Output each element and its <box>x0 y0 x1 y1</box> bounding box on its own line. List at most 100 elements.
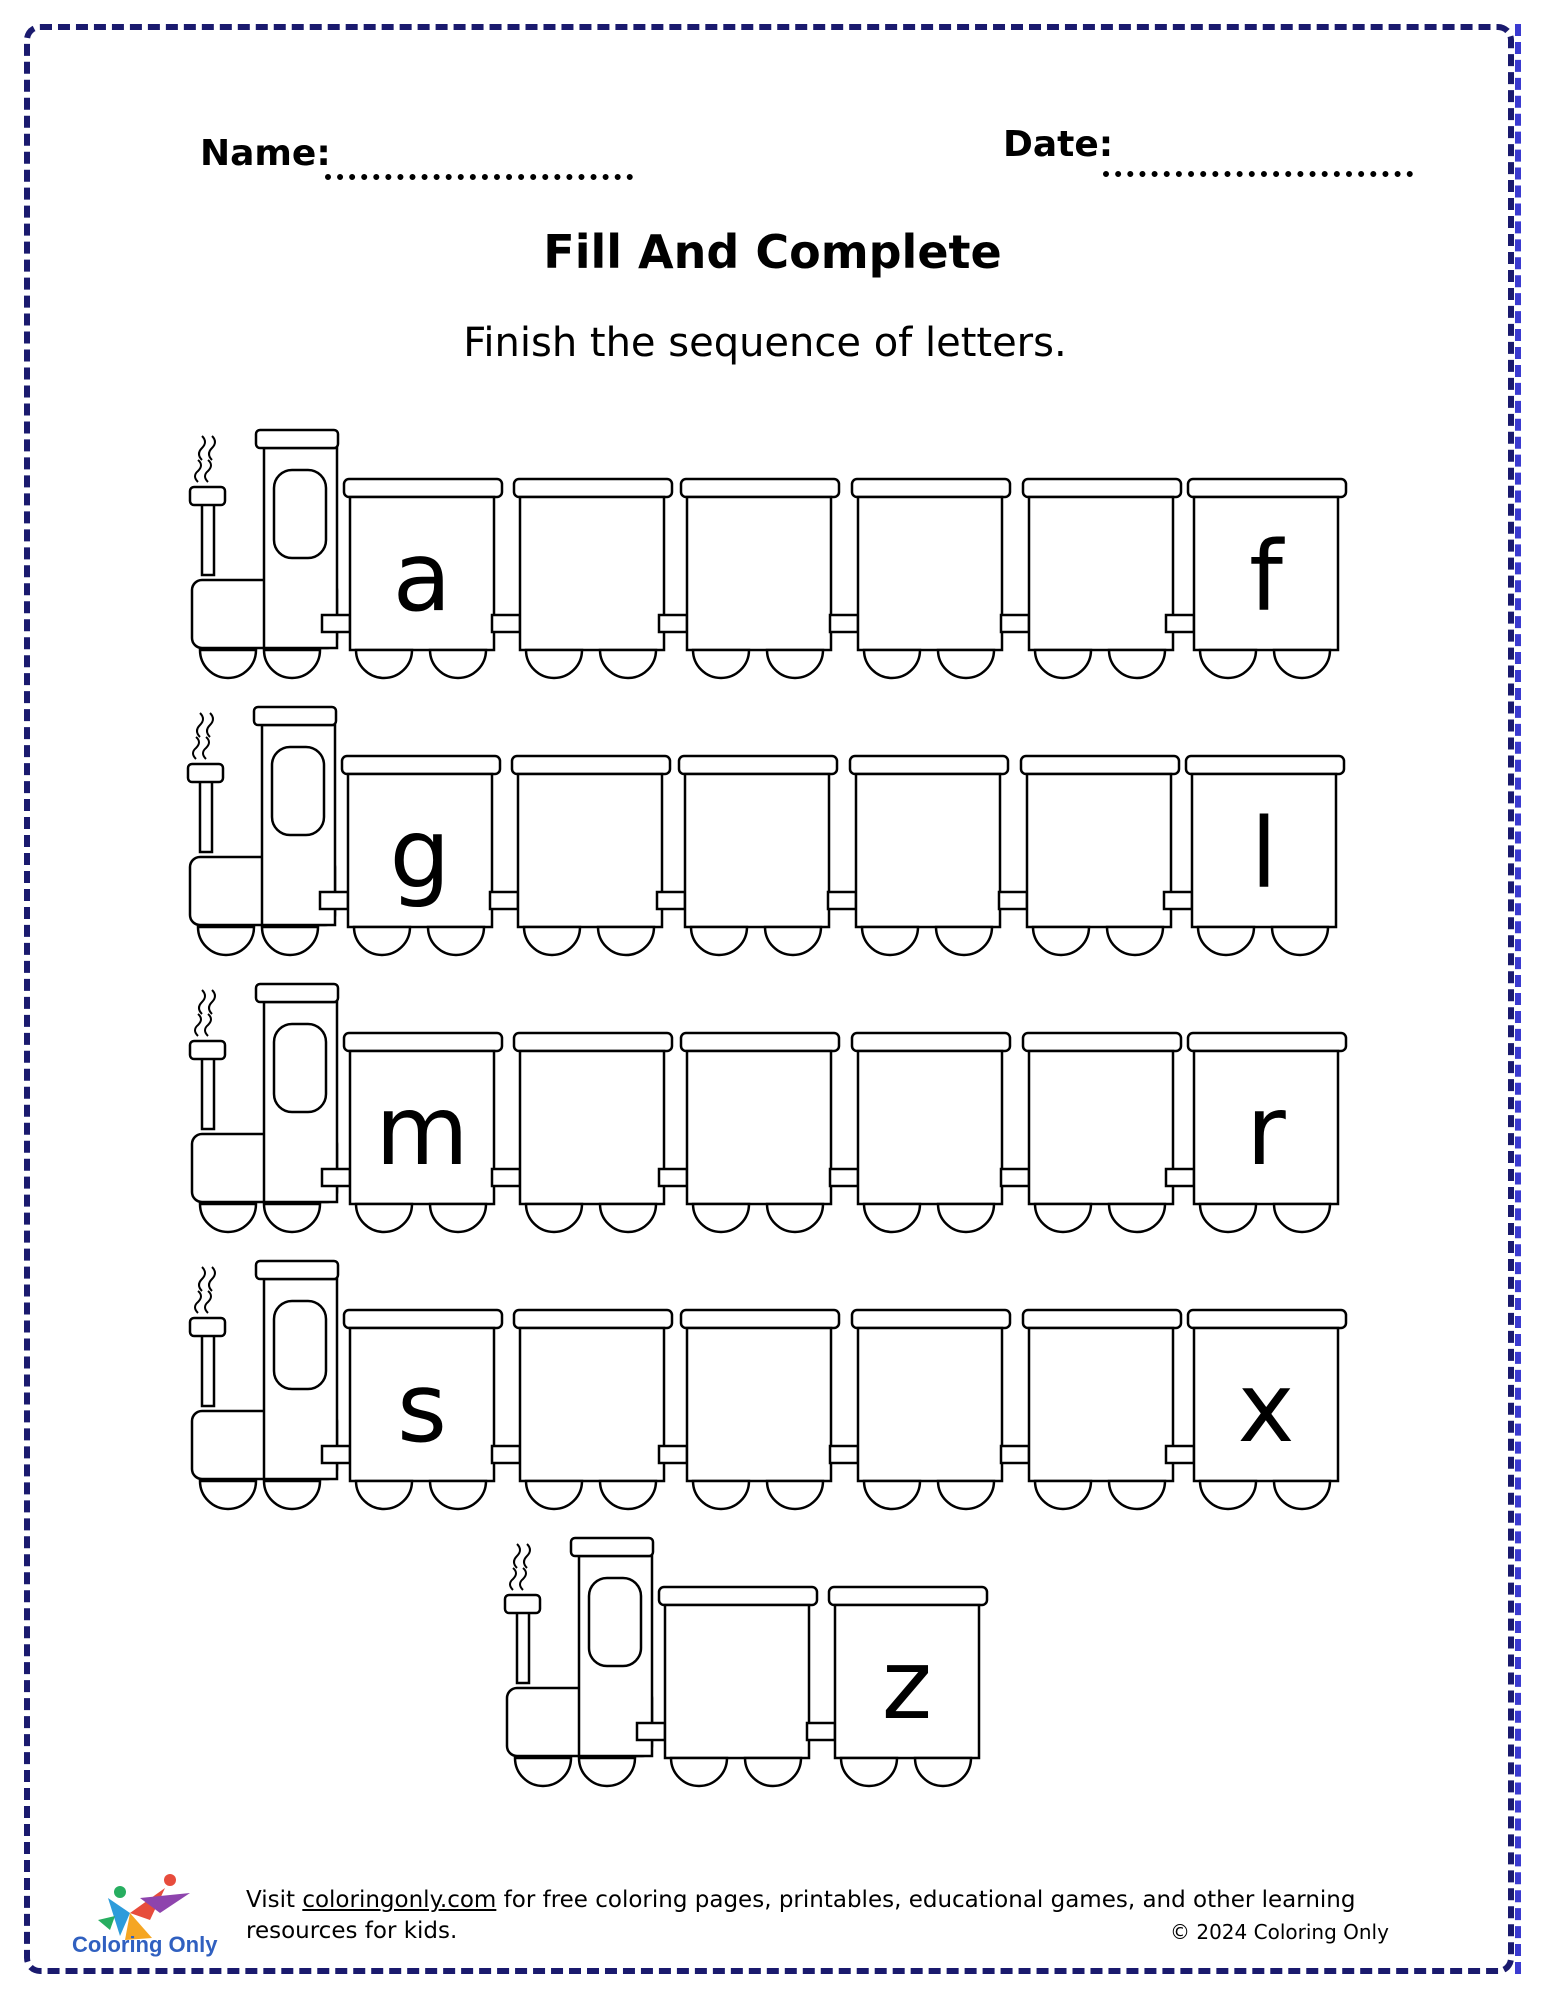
engine-wheel <box>198 1202 258 1234</box>
wagon-roof <box>827 1585 989 1607</box>
wagon-wheel <box>1196 925 1256 957</box>
wagon-box[interactable] <box>1192 1049 1340 1206</box>
wagon-box[interactable] <box>518 1326 666 1483</box>
train-wagon <box>828 477 1012 680</box>
wagon-coupling <box>828 613 860 634</box>
train-wagon <box>999 477 1183 680</box>
wagon-box[interactable] <box>854 772 1002 929</box>
wagon-box[interactable] <box>856 495 1004 652</box>
train-wagon <box>997 754 1181 957</box>
train-wagon: l <box>1162 754 1346 957</box>
wagon-box[interactable] <box>348 1326 496 1483</box>
smoke-icon <box>509 1543 531 1591</box>
name-field[interactable] <box>325 174 633 180</box>
wagon-wheel <box>743 1756 803 1788</box>
wagon-wheel <box>1270 925 1330 957</box>
wagon-box[interactable] <box>1192 1326 1340 1483</box>
wagon-wheel <box>1105 925 1165 957</box>
wagon-box[interactable] <box>833 1603 981 1760</box>
train-wagon <box>828 1031 1012 1234</box>
engine-roof <box>254 1259 340 1281</box>
wagon-coupling <box>320 613 352 634</box>
smoke-icon <box>194 989 216 1037</box>
engine-roof <box>252 705 338 727</box>
wagon-box[interactable] <box>518 1049 666 1206</box>
train-wagon: r <box>1164 1031 1348 1234</box>
footer-text: Visit coloringonly.com for free coloring… <box>246 1885 1426 1947</box>
wagon-roof <box>512 477 674 499</box>
wagon-wheel <box>1033 1202 1093 1234</box>
wagon-box[interactable] <box>683 772 831 929</box>
wagon-coupling <box>826 890 858 911</box>
wagon-box[interactable] <box>1025 772 1173 929</box>
wagon-box[interactable] <box>346 772 494 929</box>
engine-wheel <box>577 1756 637 1788</box>
train-wagon: a <box>320 477 504 680</box>
wagon-wheel <box>428 648 488 680</box>
wagon-wheel <box>524 1202 584 1234</box>
wagon-wheel <box>1031 925 1091 957</box>
wagon-coupling <box>318 890 350 911</box>
wagon-box[interactable] <box>856 1049 1004 1206</box>
wagon-box[interactable] <box>516 772 664 929</box>
wagon-box[interactable] <box>518 495 666 652</box>
wagon-wheel <box>936 648 996 680</box>
wagon-wheel <box>598 1479 658 1511</box>
coloring-only-logo-icon <box>98 1874 190 1940</box>
wagon-roof <box>679 477 841 499</box>
page-border-right <box>1515 24 1521 1974</box>
wagon-letter: x <box>1238 1352 1295 1464</box>
wagon-coupling <box>488 890 520 911</box>
wagon-wheel <box>1033 648 1093 680</box>
wagon-letter: r <box>1246 1075 1286 1187</box>
wagon-wheel <box>354 648 414 680</box>
wagon-roof <box>850 1031 1012 1053</box>
wagon-roof <box>340 754 502 776</box>
wagon-wheel <box>1033 1479 1093 1511</box>
wagon-box[interactable] <box>856 1326 1004 1483</box>
engine-window <box>272 1022 328 1114</box>
website-link[interactable]: coloringonly.com <box>302 1887 497 1913</box>
wagon-box[interactable] <box>1027 1326 1175 1483</box>
wagon-box[interactable] <box>1192 495 1340 652</box>
wagon-wheel <box>862 648 922 680</box>
wagon-box[interactable] <box>685 1049 833 1206</box>
wagon-wheel <box>1107 1202 1167 1234</box>
engine-wheel <box>262 1479 322 1511</box>
wagon-wheel <box>598 648 658 680</box>
wagon-box[interactable] <box>663 1603 811 1760</box>
chimney-cap <box>188 1039 227 1061</box>
wagon-wheel <box>1198 1202 1258 1234</box>
wagon-wheel <box>354 1479 414 1511</box>
wagon-box[interactable] <box>1027 495 1175 652</box>
wagon-wheel <box>763 925 823 957</box>
chimney-pole <box>200 1052 216 1131</box>
wagon-box[interactable] <box>348 1049 496 1206</box>
wagon-coupling <box>635 1721 667 1742</box>
engine-wheel <box>198 648 258 680</box>
train-wagon <box>488 754 672 957</box>
wagon-box[interactable] <box>1190 772 1338 929</box>
wagon-coupling <box>997 890 1029 911</box>
wagon-wheel <box>839 1756 899 1788</box>
date-field[interactable] <box>1103 171 1413 177</box>
wagon-roof <box>850 477 1012 499</box>
train-wagon: s <box>320 1308 504 1511</box>
train-wagon <box>490 477 674 680</box>
train-wagon <box>999 1308 1183 1511</box>
wagon-box[interactable] <box>685 495 833 652</box>
copyright-text: © 2024 Coloring Only <box>1170 1920 1389 1944</box>
chimney-pole <box>200 1329 216 1408</box>
train-wagon <box>655 754 839 957</box>
wagon-coupling <box>999 1167 1031 1188</box>
engine-wheel <box>262 1202 322 1234</box>
train-wagon: z <box>805 1585 989 1788</box>
wagon-box[interactable] <box>1027 1049 1175 1206</box>
wagon-box[interactable] <box>348 495 496 652</box>
engine-wheel <box>260 925 320 957</box>
wagon-box[interactable] <box>685 1326 833 1483</box>
wagon-coupling <box>1164 613 1196 634</box>
wagon-wheel <box>1272 648 1332 680</box>
